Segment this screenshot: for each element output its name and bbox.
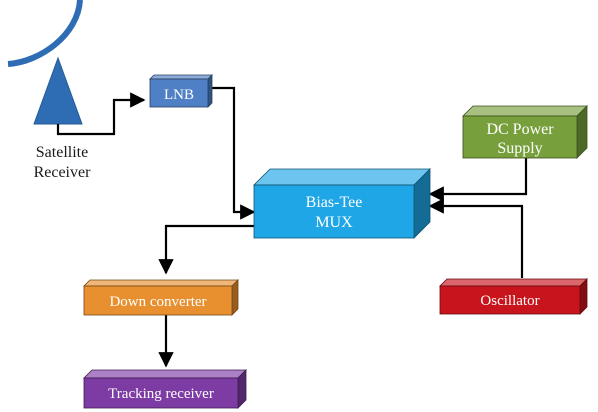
- wire-lnb-to-mux: [210, 86, 256, 220]
- down-converter-block-side: [231, 279, 239, 316]
- mux-block-face: [253, 184, 415, 239]
- dc-power-label-line2: Supply: [497, 140, 542, 157]
- tracking-receiver-block-top: [83, 369, 247, 379]
- antenna-label-line2: Receiver: [34, 164, 92, 181]
- oscillator-block-face: [439, 285, 581, 315]
- tracking-receiver-block-face: [83, 377, 239, 409]
- oscillator-label: Oscillator: [480, 293, 539, 309]
- antenna-label-line1: Satellite: [36, 144, 88, 161]
- bias-tee-mux-block: Bias-Tee MUX: [253, 168, 431, 239]
- down-converter-block-top: [83, 279, 239, 287]
- down-converter-block-face: [83, 285, 233, 316]
- wire-dcpower-to-mux: [428, 158, 528, 202]
- lnb-block-top: [149, 74, 213, 80]
- oscillator-block-top: [439, 278, 588, 287]
- wire-antenna-to-lnb: [56, 92, 146, 136]
- dc-power-block-top: [462, 105, 588, 117]
- dc-power-block-face: [462, 115, 578, 159]
- oscillator-block: Oscillator: [439, 278, 588, 315]
- down-converter-block: Down converter: [83, 279, 239, 316]
- down-converter-label: Down converter: [109, 294, 206, 310]
- dish-arc-icon: [7, 0, 83, 67]
- tracking-receiver-block: Tracking receiver: [83, 369, 247, 409]
- lnb-block: LNB: [149, 74, 213, 108]
- mux-block-top: [253, 168, 431, 186]
- wire-mux-to-downconverter: [158, 224, 254, 275]
- antenna-icon: [33, 56, 83, 125]
- dc-power-label-line1: DC Power: [486, 121, 554, 138]
- tracking-receiver-label: Tracking receiver: [108, 386, 214, 402]
- lnb-label: LNB: [164, 87, 194, 103]
- wire-oscillator-to-mux: [428, 198, 524, 278]
- mux-label-line2: MUX: [315, 214, 353, 231]
- mux-label-line1: Bias-Tee: [306, 194, 363, 211]
- lnb-block-face: [149, 78, 209, 108]
- lnb-block-side: [207, 74, 213, 108]
- dc-power-block: DC Power Supply: [462, 105, 588, 159]
